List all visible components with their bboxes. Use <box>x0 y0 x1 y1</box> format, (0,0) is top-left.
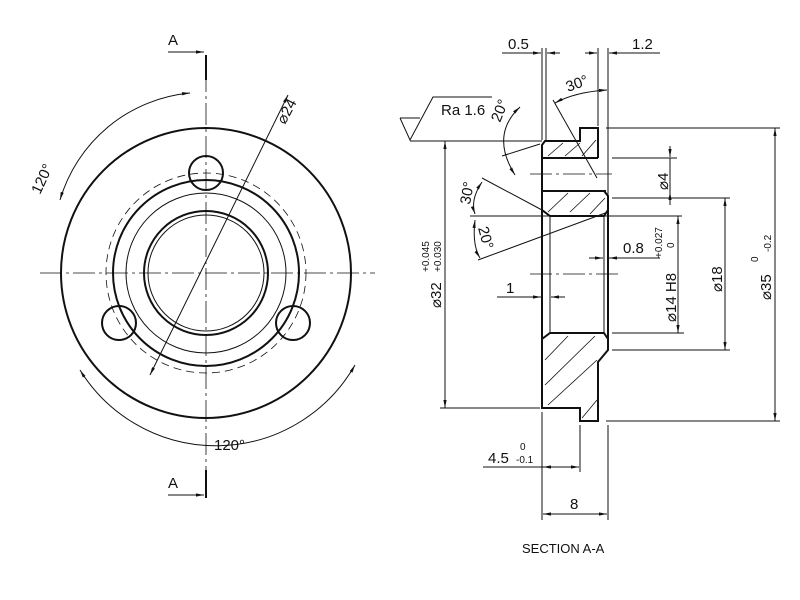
angle-arc-bottom <box>79 364 356 447</box>
front-view: ⌀24 120° 120° A A <box>28 32 375 498</box>
pitch-diameter-line <box>149 94 289 376</box>
section-lower <box>541 332 609 422</box>
angle-ref-line <box>552 99 598 179</box>
section-view: 0.5 1.2 30° 20° Ra 1.6 30° 20° ⌀4 <box>399 36 780 556</box>
dia-32: ⌀32 <box>428 282 445 308</box>
dia-35-tol-upper: 0 <box>750 256 761 262</box>
section-marker-bottom: A <box>168 475 178 492</box>
hole-clear <box>543 158 607 191</box>
angle-30-left: 30° <box>457 180 478 205</box>
angle-20-left: 20° <box>474 225 496 251</box>
angle-20-arc <box>472 219 481 259</box>
hole-left <box>101 305 137 341</box>
angle-30-top: 30° <box>564 72 591 96</box>
dim-4-5-tol-upper: 0 <box>520 442 526 453</box>
angle-ref-line <box>481 177 543 211</box>
dim-8: 8 <box>570 496 578 513</box>
dia-4: ⌀4 <box>655 173 672 190</box>
angle-20-top: 20° <box>488 97 512 124</box>
dia-35-tol-lower: -0.2 <box>763 234 774 252</box>
dim-0-8: 0.8 <box>623 240 644 257</box>
hatching <box>544 139 606 419</box>
dia-14-tol-lower: 0 <box>666 242 677 248</box>
dia-14: ⌀14 H8 <box>663 273 680 322</box>
angle-20-top-arc <box>503 106 521 176</box>
dia-35: ⌀35 <box>758 274 775 300</box>
angle-ref-line <box>501 143 541 157</box>
dia-14-tol-upper: +0.027 <box>654 227 665 258</box>
dim-1: 1 <box>506 280 514 297</box>
section-marker-top: A <box>168 32 178 49</box>
dim-4-5-tol-lower: -0.1 <box>516 455 534 466</box>
angle-arc-left <box>59 92 191 201</box>
dia-32-tol-lower: +0.030 <box>433 241 444 272</box>
dim-4-5: 4.5 <box>488 450 509 467</box>
angle-ref-line <box>477 211 609 261</box>
pitch-diameter-label: ⌀24 <box>274 96 301 127</box>
roughness-symbol: Ra 1.6 <box>399 96 542 142</box>
roughness-label: Ra 1.6 <box>441 102 485 119</box>
angle-30-arc <box>470 181 483 215</box>
dim-0-5: 0.5 <box>508 36 529 53</box>
section-title: SECTION A-A <box>522 541 605 556</box>
angle-30-top-arc <box>554 88 608 104</box>
angle-left-label: 120° <box>28 161 57 196</box>
angle-bottom-label: 120° <box>214 437 245 454</box>
dim-1-2: 1.2 <box>632 36 653 53</box>
dia-32-tol-upper: +0.045 <box>421 241 432 272</box>
dia-18: ⌀18 <box>709 266 726 292</box>
